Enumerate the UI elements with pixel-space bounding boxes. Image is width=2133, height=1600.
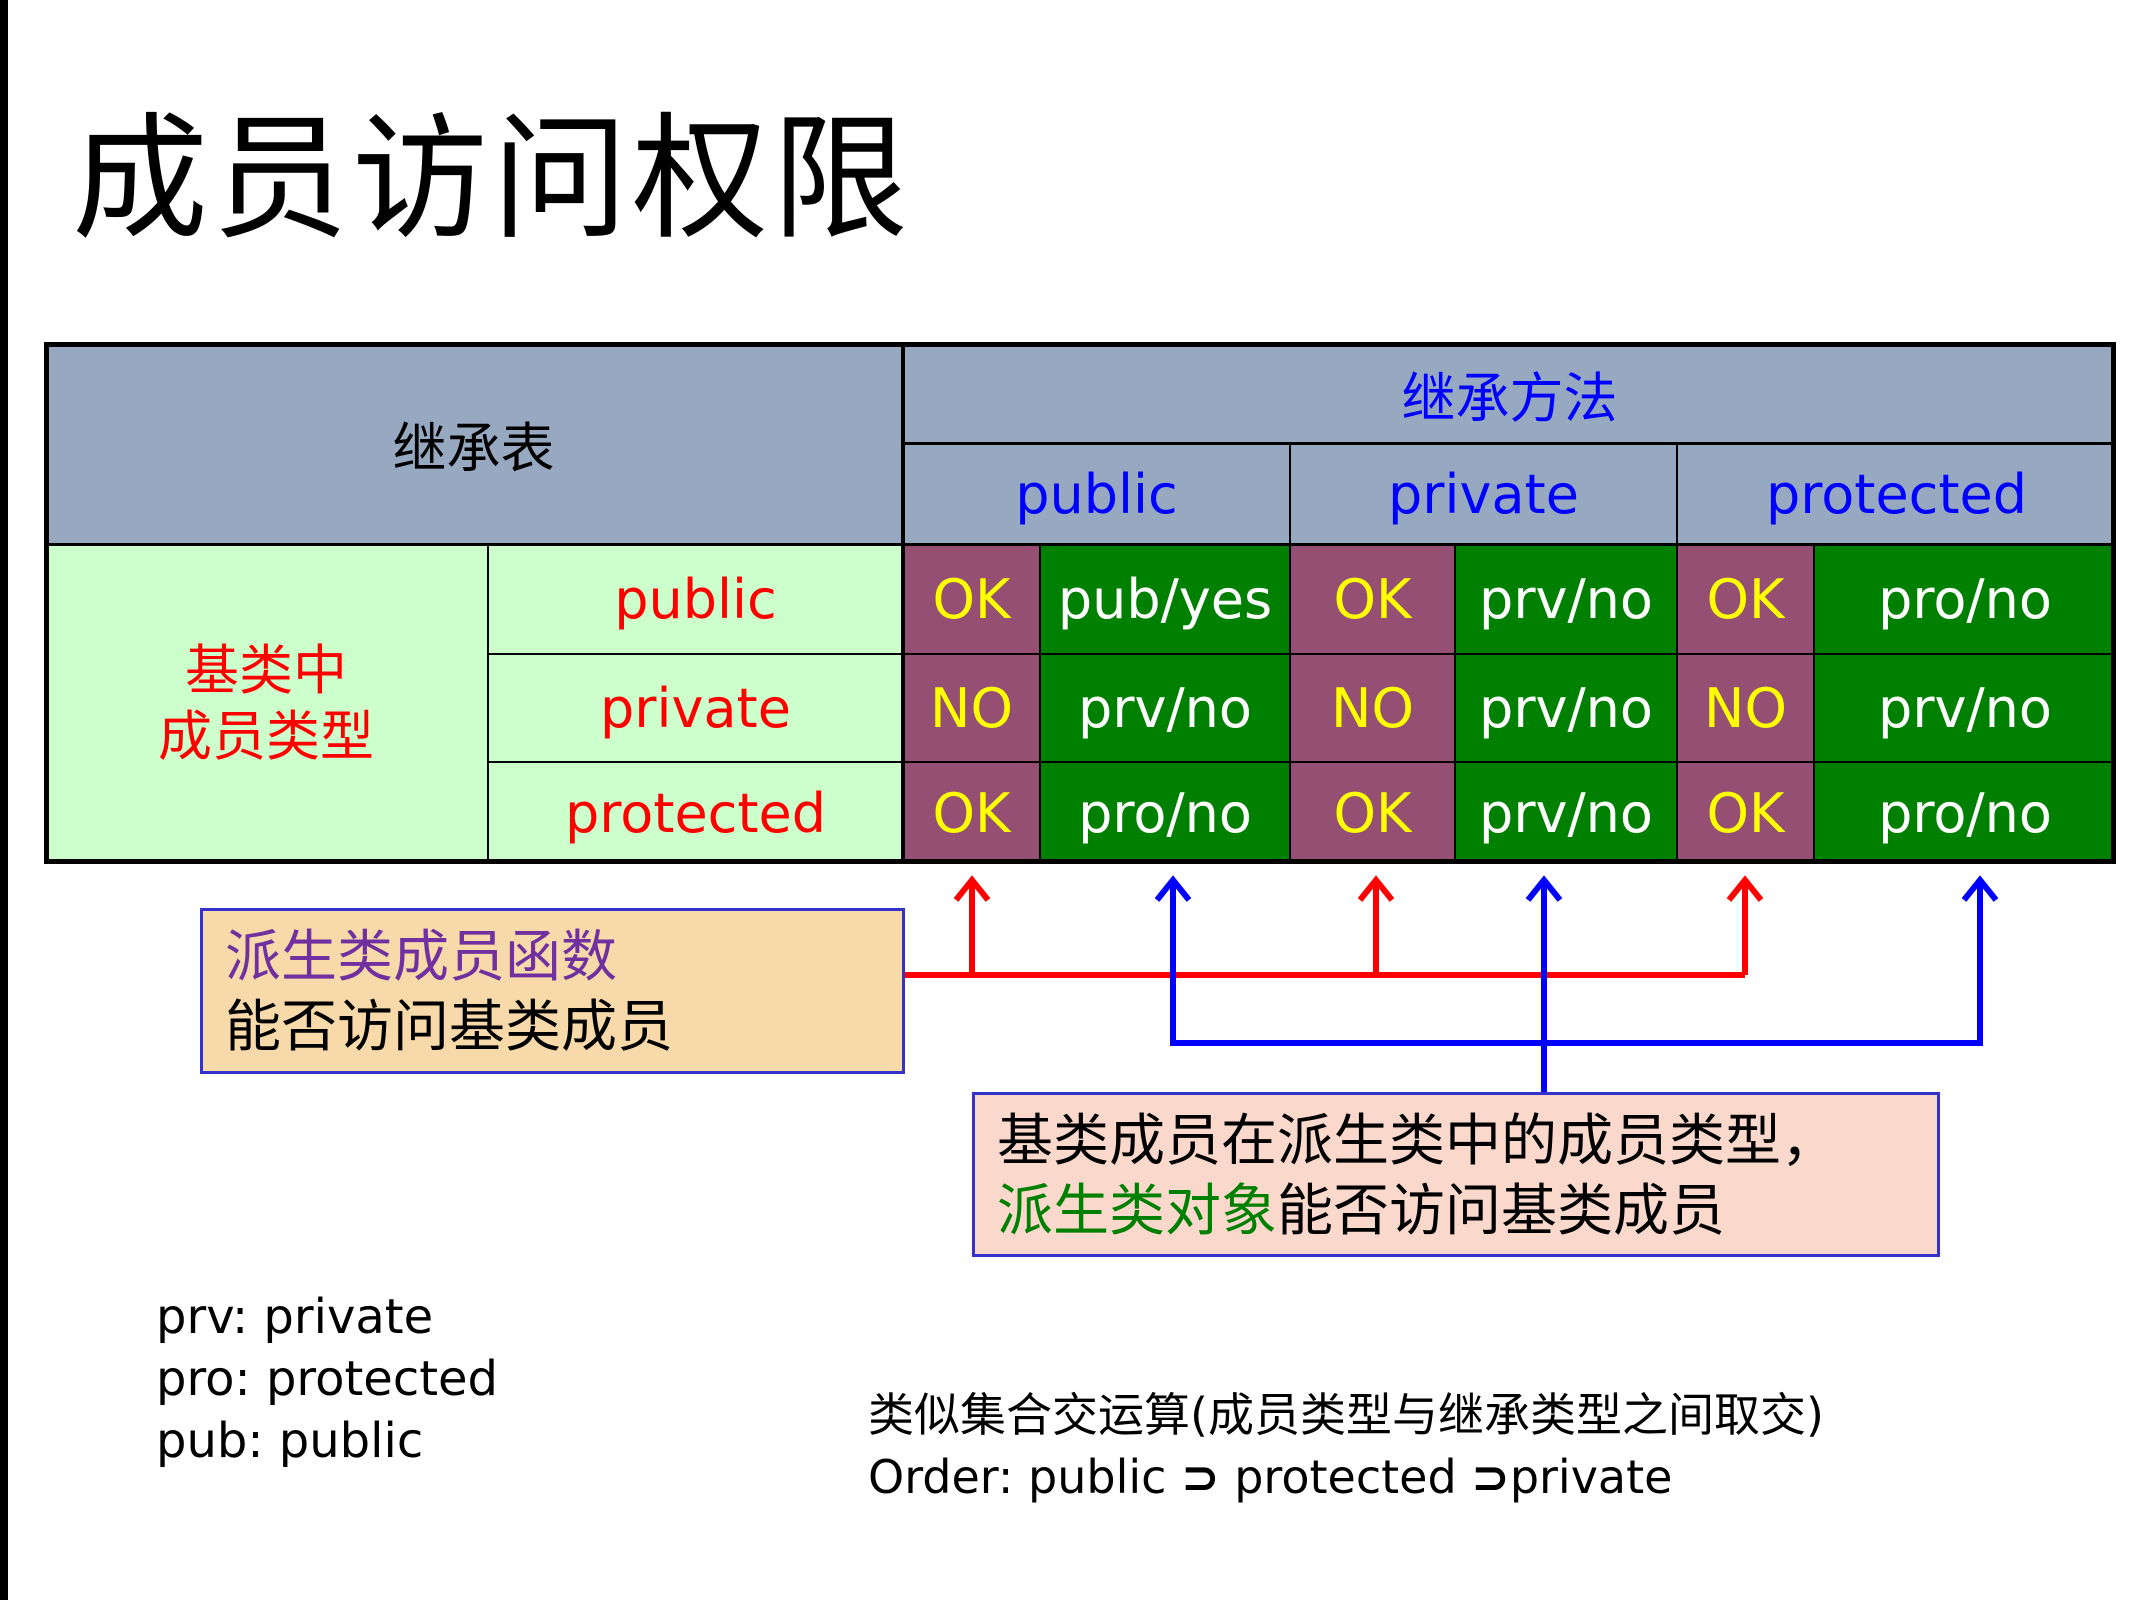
grid-line [488, 653, 2116, 655]
table-cell: OK [1290, 544, 1455, 654]
grid-line [903, 442, 2116, 445]
table-cell: OK [903, 544, 1040, 654]
superset-symbol: ⊃ [1181, 1450, 1220, 1504]
blue-connector [1154, 875, 1999, 1092]
note-line1: 类似集合交运算(成员类型与继承类型之间取交) [868, 1388, 1824, 1442]
intersection-note: 类似集合交运算(成员类型与继承类型之间取交) Order: public ⊃ p… [868, 1384, 1824, 1508]
table-cell: NO [1290, 654, 1455, 762]
table-cell: OK [903, 762, 1040, 864]
legend-item: prv: private [156, 1289, 434, 1345]
grid-line [488, 761, 2116, 763]
table-cell: OK [1677, 762, 1814, 864]
member-type-protected: protected [488, 762, 903, 864]
grid-line [1813, 544, 1815, 864]
grid-line [1039, 544, 1041, 864]
callout-right-line2: 派生类对象能否访问基类成员 [997, 1177, 1915, 1247]
table-cell: prv/no [1814, 654, 2116, 762]
legend-item: pro: protected [156, 1351, 499, 1407]
red-connector [905, 875, 1764, 978]
note-order-c: private [1509, 1450, 1673, 1504]
callout-right-green: 派生类对象 [997, 1179, 1277, 1244]
grid-line [901, 342, 905, 864]
grid-line [44, 543, 2116, 546]
note-line2: Order: public ⊃ protected ⊃private [868, 1446, 1824, 1508]
grid-line [1454, 544, 1456, 864]
row-group-label-line2: 成员类型 [158, 705, 374, 768]
callout-right-line1: 基类成员在派生类中的成员类型， [997, 1109, 1837, 1174]
page-title: 成员访问权限 [72, 101, 912, 259]
legend-item: pub: public [156, 1413, 424, 1469]
inherit-method-header: 继承方法 [903, 342, 2116, 444]
table-cell: OK [1677, 544, 1814, 654]
table-cell: prv/no [1455, 762, 1677, 864]
table-cell: pub/yes [1040, 544, 1290, 654]
callout-member-type: 基类成员在派生类中的成员类型， 派生类对象能否访问基类成员 [972, 1092, 1940, 1257]
row-group-label: 基类中 成员类型 [44, 544, 488, 864]
inherit-col-public: public [903, 444, 1290, 544]
table-corner-label: 继承表 [44, 342, 903, 544]
table-cell: NO [903, 654, 1040, 762]
member-type-public: public [488, 544, 903, 654]
table-cell: prv/no [1455, 654, 1677, 762]
inherit-col-private: private [1290, 444, 1677, 544]
table-cell: pro/no [1814, 762, 2116, 864]
table-cell: OK [1290, 762, 1455, 864]
note-order-a: Order: public [868, 1450, 1182, 1504]
member-type-private: private [488, 654, 903, 762]
table-cell: prv/no [1040, 654, 1290, 762]
superset-symbol: ⊃ [1471, 1450, 1510, 1504]
callout-left-line2: 能否访问基类成员 [225, 995, 673, 1060]
table-cell: prv/no [1455, 544, 1677, 654]
callout-member-function: 派生类成员函数 能否访问基类成员 [200, 908, 905, 1074]
slide-left-border [0, 0, 8, 1600]
abbreviation-legend: prv: private pro: protected pub: public [156, 1286, 498, 1472]
grid-line [487, 544, 489, 864]
note-order-b: protected [1219, 1450, 1472, 1504]
row-group-label-line1: 基类中 [185, 639, 347, 702]
table-cell: pro/no [1814, 544, 2116, 654]
table-cell: NO [1677, 654, 1814, 762]
callout-right-rest: 能否访问基类成员 [1277, 1179, 1725, 1244]
table-cell: pro/no [1040, 762, 1290, 864]
inherit-col-protected: protected [1677, 444, 2116, 544]
callout-left-line1: 派生类成员函数 [225, 925, 617, 990]
